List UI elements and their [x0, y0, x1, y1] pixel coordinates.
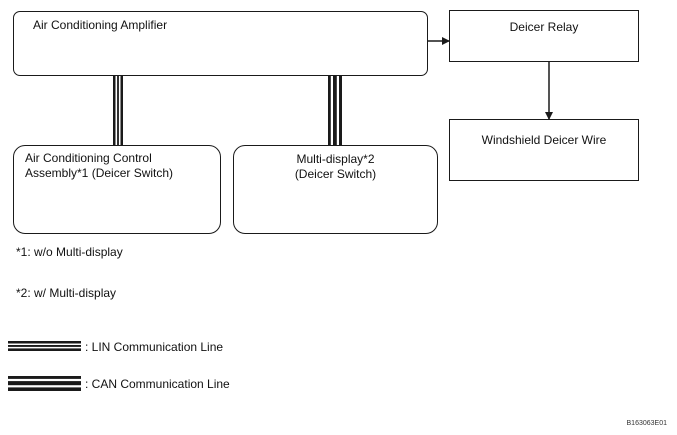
deicer-relay-label: Deicer Relay — [509, 20, 579, 34]
legend-can-label: : CAN Communication Line — [85, 377, 230, 391]
ac-control-assembly-label: Air Conditioning Control Assembly*1 (Dei… — [25, 151, 174, 180]
windshield-deicer-wire-box: Windshield Deicer Wire — [449, 119, 639, 181]
deicer-relay-box: Deicer Relay — [449, 10, 639, 62]
multi-display-box: Multi-display*2 (Deicer Switch) — [233, 145, 438, 234]
air-conditioning-amplifier-box: Air Conditioning Amplifier — [13, 11, 428, 76]
legend-can-line-sample — [8, 376, 81, 391]
legend-lin-label: : LIN Communication Line — [85, 340, 224, 354]
footnote-2: *2: w/ Multi-display — [16, 286, 117, 300]
windshield-deicer-wire-label: Windshield Deicer Wire — [481, 133, 607, 147]
multi-display-label: Multi-display*2 (Deicer Switch) — [294, 152, 377, 181]
legend-lin-line-sample — [8, 341, 81, 351]
footnote-1: *1: w/o Multi-display — [16, 245, 123, 259]
air-conditioning-amplifier-label: Air Conditioning Amplifier — [33, 18, 168, 32]
lin-communication-line — [113, 76, 123, 145]
figure-id: B163063E01 — [626, 420, 667, 427]
can-communication-line — [328, 76, 342, 145]
ac-control-assembly-box: Air Conditioning Control Assembly*1 (Dei… — [13, 145, 221, 234]
